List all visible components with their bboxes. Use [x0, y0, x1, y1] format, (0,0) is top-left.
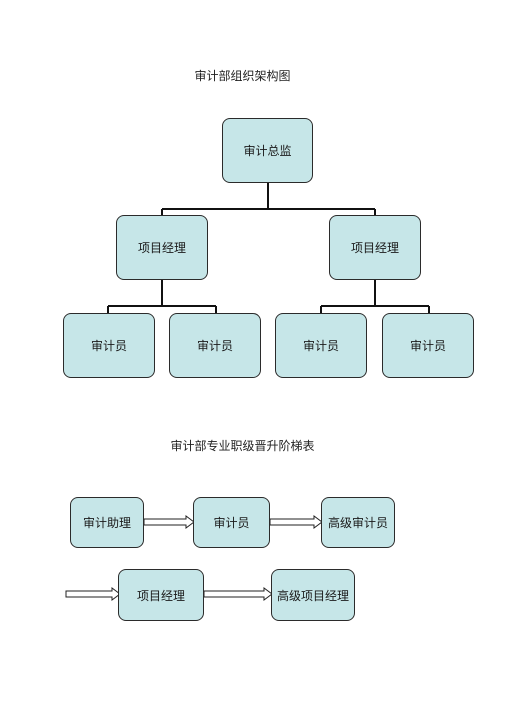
arrow-manager-to-senior-manager: [203, 587, 273, 601]
arrow-auditor-to-senior: [269, 515, 323, 529]
org-node-manager: 项目经理: [329, 215, 421, 280]
org-node-auditor: 审计员: [382, 313, 474, 378]
ladder-step-senior-auditor: 高级审计员: [321, 497, 395, 548]
org-node-auditor: 审计员: [275, 313, 367, 378]
ladder-step-auditor: 审计员: [193, 497, 270, 548]
arrow-into-manager: [65, 587, 121, 601]
org-chart-title: 审计部组织架构图: [194, 69, 291, 83]
org-node-manager: 项目经理: [116, 215, 208, 280]
org-node-auditor: 审计员: [169, 313, 261, 378]
org-node-director: 审计总监: [222, 118, 313, 183]
org-node-auditor: 审计员: [63, 313, 155, 378]
ladder-step-senior-project-manager: 高级项目经理: [271, 569, 355, 621]
career-ladder-title: 审计部专业职级晋升阶梯表: [170, 439, 315, 453]
arrow-assistant-to-auditor: [143, 515, 195, 529]
ladder-step-project-manager: 项目经理: [118, 569, 204, 621]
ladder-step-audit-assistant: 审计助理: [70, 497, 144, 548]
